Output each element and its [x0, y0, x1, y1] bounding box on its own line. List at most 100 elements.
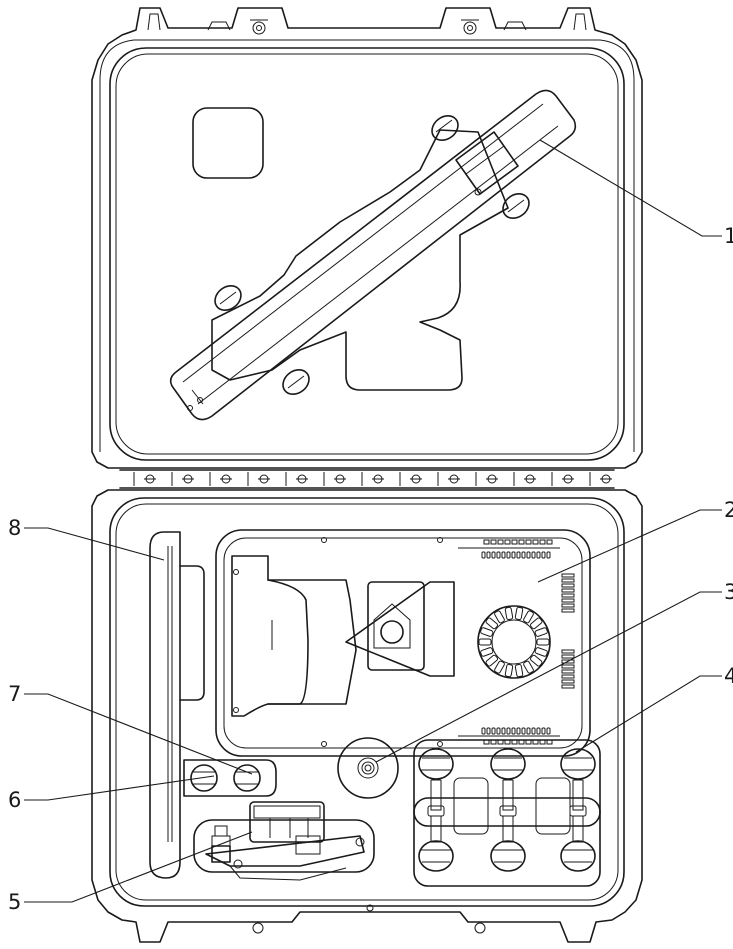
clamp-module: [193, 801, 375, 881]
foot-stem: [502, 779, 514, 811]
vent-slot: [511, 727, 516, 735]
side-vent: [561, 573, 575, 578]
side-vent: [561, 603, 575, 608]
fan-slot: [478, 638, 492, 646]
side-vent: [561, 659, 575, 664]
foot-bottom: [490, 840, 526, 872]
fan-slot: [536, 638, 550, 646]
fan-slot: [523, 660, 534, 674]
side-vent: [561, 684, 575, 689]
fan-slot: [480, 647, 494, 657]
fan-slot: [530, 617, 543, 630]
vent-slot: [490, 539, 497, 545]
side-vent: [561, 578, 575, 583]
fan-slot: [514, 606, 524, 621]
vent-slot: [491, 551, 496, 559]
foot-stem: [430, 815, 442, 843]
base-plate: [215, 529, 591, 757]
callout-5: 5: [8, 890, 21, 914]
side-vent: [561, 649, 575, 654]
lid-square-pocket: [192, 107, 264, 179]
callout-2: 2: [724, 498, 733, 522]
callout-labels: 1 2 3 4 5 6 7 8: [8, 224, 733, 914]
vent-slot: [531, 727, 536, 735]
side-vent: [561, 593, 575, 598]
vent-slot: [536, 551, 541, 559]
fan-slot: [534, 647, 548, 657]
vent-slot: [501, 727, 506, 735]
callout-6: 6: [8, 788, 21, 812]
callout-1: 1: [724, 224, 733, 248]
knob: [337, 737, 399, 799]
foot-nut: [569, 805, 587, 817]
side-vent: [561, 583, 575, 588]
vent-slot: [496, 551, 501, 559]
vent-slot: [483, 539, 490, 545]
fan-slot: [534, 627, 548, 637]
foot-nut: [427, 805, 445, 817]
fan-slot: [504, 663, 514, 678]
vent-slot: [546, 727, 551, 735]
monopod: [169, 89, 577, 421]
foot-nut: [499, 805, 517, 817]
foot-bottom: [418, 840, 454, 872]
fan-slot: [494, 660, 505, 674]
vent-slot: [526, 727, 531, 735]
leader-lines: [24, 139, 722, 903]
fan-slot: [480, 627, 494, 637]
side-vent: [561, 654, 575, 659]
foot-top: [560, 748, 596, 780]
foot-stem: [430, 779, 442, 811]
vent-slot: [531, 551, 536, 559]
foot-stem: [572, 779, 584, 811]
case-lid: [91, 7, 643, 469]
foot-stem: [502, 815, 514, 843]
callout-7: 7: [8, 682, 21, 706]
vent-slot: [532, 539, 539, 545]
foot-stem: [572, 815, 584, 843]
vent-slot: [516, 551, 521, 559]
vent-slot: [546, 539, 553, 545]
vent-slot: [541, 551, 546, 559]
vent-slot: [525, 539, 532, 545]
fan-slot: [494, 610, 505, 624]
side-vent: [561, 608, 575, 613]
vent-slot: [486, 551, 491, 559]
fan-slot: [523, 610, 534, 624]
vent-slot: [526, 551, 531, 559]
vent-slot: [491, 727, 496, 735]
vent-slot: [506, 551, 511, 559]
foot-bottom: [560, 840, 596, 872]
vent-slot: [539, 539, 546, 545]
lid-foam-cutout: [211, 129, 509, 391]
vent-slot: [541, 727, 546, 735]
fan-slot: [530, 654, 543, 667]
side-vent: [561, 669, 575, 674]
hinge-strip: [119, 469, 615, 489]
feet-set: [413, 739, 601, 887]
vent-slot: [521, 727, 526, 735]
vent-slot: [511, 551, 516, 559]
vent-slot: [504, 539, 511, 545]
case-base: [91, 489, 643, 943]
vent-slot: [516, 727, 521, 735]
side-vent: [561, 674, 575, 679]
vent-slot: [506, 727, 511, 735]
side-vent: [561, 598, 575, 603]
vent-slot: [536, 727, 541, 735]
callout-8: 8: [8, 516, 21, 540]
vent-slot: [481, 551, 486, 559]
vent-slot: [521, 551, 526, 559]
vent-slot: [546, 551, 551, 559]
vent-slot: [511, 539, 518, 545]
fan-slot: [485, 617, 498, 630]
vent-slot: [501, 551, 506, 559]
fan-slot: [514, 663, 524, 678]
vent-slot: [518, 539, 525, 545]
vent-slot: [486, 727, 491, 735]
lid-hinge-bosses: [250, 19, 479, 35]
vent-slot: [497, 539, 504, 545]
vent-slot: [481, 727, 486, 735]
